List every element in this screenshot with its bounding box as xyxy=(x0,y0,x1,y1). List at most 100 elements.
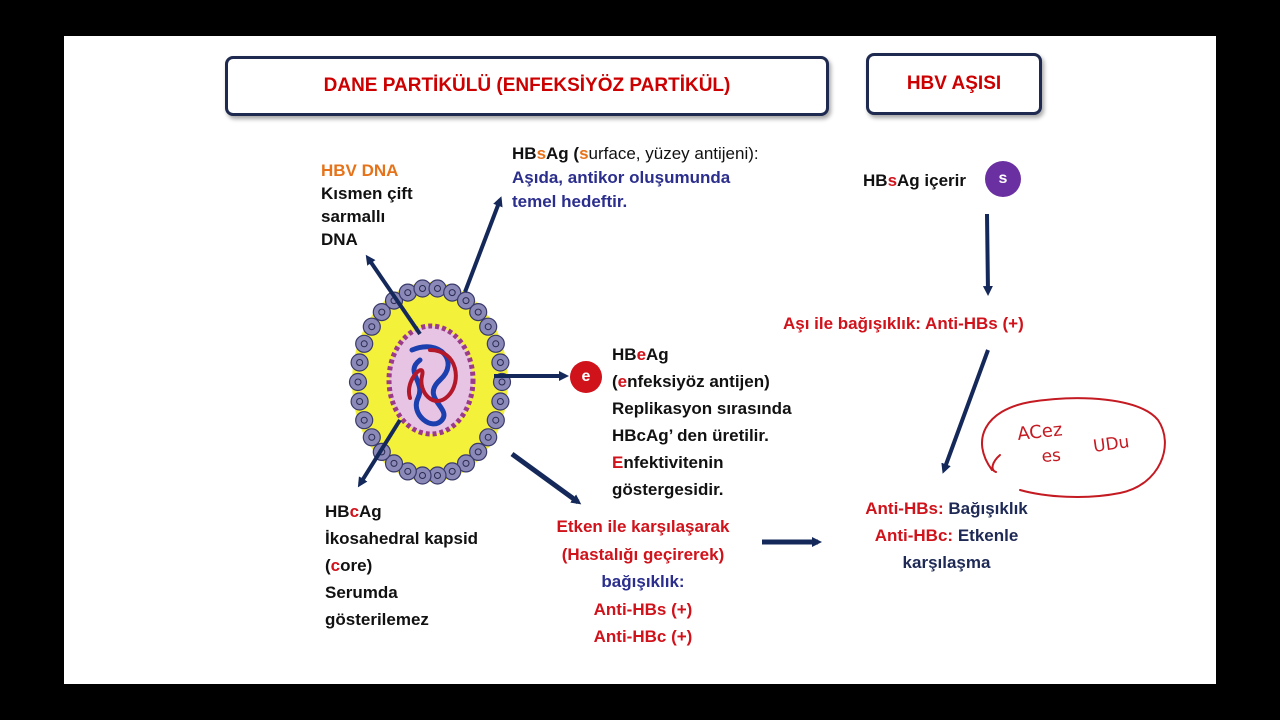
surface-bead-face xyxy=(484,433,492,441)
dane-particle-title-box: DANE PARTİKÜLÜ (ENFEKSİYÖZ PARTİKÜL) xyxy=(225,56,829,116)
surface-bead-face xyxy=(404,289,412,297)
surface-bead-face xyxy=(378,308,386,316)
surface-bead-face xyxy=(474,308,482,316)
natural-immunity-line5: Anti-HBc (+) xyxy=(593,627,693,646)
surface-bead-face xyxy=(419,472,426,479)
surface-bead xyxy=(350,353,369,372)
e-antigen-badge: e xyxy=(570,361,602,393)
surface-bead-face xyxy=(434,472,441,479)
hbv-vaccine-title-box: HBV AŞISI xyxy=(866,53,1042,115)
surface-bead-face xyxy=(368,433,376,441)
hbv-dna-line2: sarmallı xyxy=(321,207,386,226)
surface-bead xyxy=(443,283,462,302)
surface-bead-face xyxy=(448,289,456,297)
surface-bead xyxy=(362,317,381,336)
hbeag-line4: HBcAg’ den üretilir. xyxy=(612,426,769,445)
surface-bead-face xyxy=(404,467,412,475)
surface-bead-face xyxy=(498,378,506,386)
result-block: Anti-HBs: Bağışıklık Anti-HBc: Etkenle k… xyxy=(844,495,1049,576)
surface-bead xyxy=(479,317,498,336)
slide: ACez es UDu DANE PARTİKÜLÜ (ENFEKSİYÖZ P… xyxy=(64,36,1216,684)
surface-bead-face xyxy=(356,398,364,405)
surface-bead-face xyxy=(496,359,504,366)
natural-immunity-block: Etken ile karşılaşarak (Hastalığı geçire… xyxy=(534,513,752,651)
natural-immunity-line3: bağışıklık: xyxy=(601,572,685,591)
result-line1: Anti-HBs: Bağışıklık xyxy=(865,499,1028,518)
vaccine-immunity-text: Aşı ile bağışıklık: Anti-HBs (+) xyxy=(783,314,1024,333)
arrow-vaccine-down xyxy=(982,213,993,296)
surface-bead xyxy=(486,334,505,353)
hbsag-line2: Aşıda, antikor oluşumunda xyxy=(512,168,731,187)
surface-bead xyxy=(355,334,374,353)
s-antigen-badge: s xyxy=(985,161,1021,197)
surface-bead-face xyxy=(484,323,492,331)
arrow-to-hbv-dna xyxy=(365,254,422,336)
surface-bead xyxy=(362,428,381,447)
hbeag-line6: göstergesidir. xyxy=(612,480,724,499)
surface-bead-face xyxy=(390,459,398,467)
hbv-dna-title: HBV DNA xyxy=(321,161,399,180)
hbsag-block: HBsAg (surface, yüzey antijeni): Aşıda, … xyxy=(512,142,759,214)
surface-bead-face xyxy=(492,340,500,348)
hbv-dna-line1: Kısmen çift xyxy=(321,184,413,203)
natural-immunity-line1: Etken ile karşılaşarak xyxy=(556,517,730,536)
arrow-to-hbcag xyxy=(357,418,402,488)
hbeag-block: HBeAg (enfeksiyöz antijen) Replikasyon s… xyxy=(612,341,792,503)
hbv-dna-block: HBV DNA Kısmen çift sarmallı DNA xyxy=(321,159,413,251)
arrow-to-etken xyxy=(510,451,582,505)
surface-bead xyxy=(398,462,417,481)
surface-bead xyxy=(350,392,369,411)
hbv-vaccine-title: HBV AŞISI xyxy=(906,73,1002,94)
handwriting-word-3: UDu xyxy=(1092,432,1131,457)
surface-bead-face xyxy=(462,459,470,467)
dna-strand-red xyxy=(406,348,458,403)
surface-bead xyxy=(486,411,505,430)
surface-bead-face xyxy=(492,416,500,424)
surface-bead xyxy=(491,392,510,411)
hbsag-title: HBsAg (surface, yüzey antijeni): xyxy=(512,144,759,163)
virus-core xyxy=(386,323,476,437)
surface-bead-face xyxy=(419,285,426,292)
dane-particle-title: DANE PARTİKÜLÜ (ENFEKSİYÖZ PARTİKÜL) xyxy=(323,75,731,96)
surface-bead-face xyxy=(356,359,364,366)
hbcag-title: HBcAg xyxy=(325,502,382,521)
surface-bead xyxy=(355,411,374,430)
surface-bead-face xyxy=(368,323,376,331)
surface-bead-face xyxy=(360,340,368,348)
surface-bead-face xyxy=(434,285,441,292)
diagram-arrows: ACez es UDu xyxy=(348,196,1166,547)
handwriting-word-2: es xyxy=(1041,446,1062,467)
handwritten-annotation xyxy=(981,397,1166,498)
hbv-dna-line3: DNA xyxy=(321,230,358,249)
dna-strand-blue xyxy=(409,344,451,427)
hbeag-line2: (enfeksiyöz antijen) xyxy=(612,372,770,391)
hbcag-line5: gösterilemez xyxy=(325,610,429,629)
hbcag-line3: (core) xyxy=(325,556,373,575)
surface-bead xyxy=(384,454,404,473)
surface-bead-face xyxy=(448,467,456,475)
natural-immunity-line2: (Hastalığı geçirerek) xyxy=(561,544,725,564)
surface-bead-face xyxy=(496,398,504,405)
surface-bead-face xyxy=(462,297,470,305)
arrow-to-result xyxy=(941,349,990,474)
surface-bead xyxy=(469,442,488,461)
hbeag-line5: Enfektivitenin xyxy=(612,453,724,472)
hbeag-line3: Replikasyon sırasında xyxy=(612,399,792,418)
surface-bead-face xyxy=(360,416,368,424)
hbeag-title: HBeAg xyxy=(612,345,669,364)
handwriting-word-1: ACez xyxy=(1016,419,1063,445)
surface-bead xyxy=(372,303,391,322)
hbcag-line4: Serumda xyxy=(325,583,398,602)
arrow-to-hbsag xyxy=(463,196,503,293)
result-line2: Anti-HBc: Etkenle xyxy=(874,526,1019,545)
surface-bead xyxy=(456,454,476,473)
surface-bead xyxy=(469,303,488,322)
hbcag-line2: İkosahedral kapsid xyxy=(325,529,479,548)
surface-bead-face xyxy=(354,378,362,386)
hbsag-line3: temel hedeftir. xyxy=(512,192,628,211)
vaccine-contains-text: HBsAg içerir xyxy=(863,171,967,190)
result-line3: karşılaşma xyxy=(902,553,991,572)
surface-bead xyxy=(348,372,368,392)
surface-bead xyxy=(479,428,498,447)
natural-immunity-line4: Anti-HBs (+) xyxy=(593,599,693,619)
